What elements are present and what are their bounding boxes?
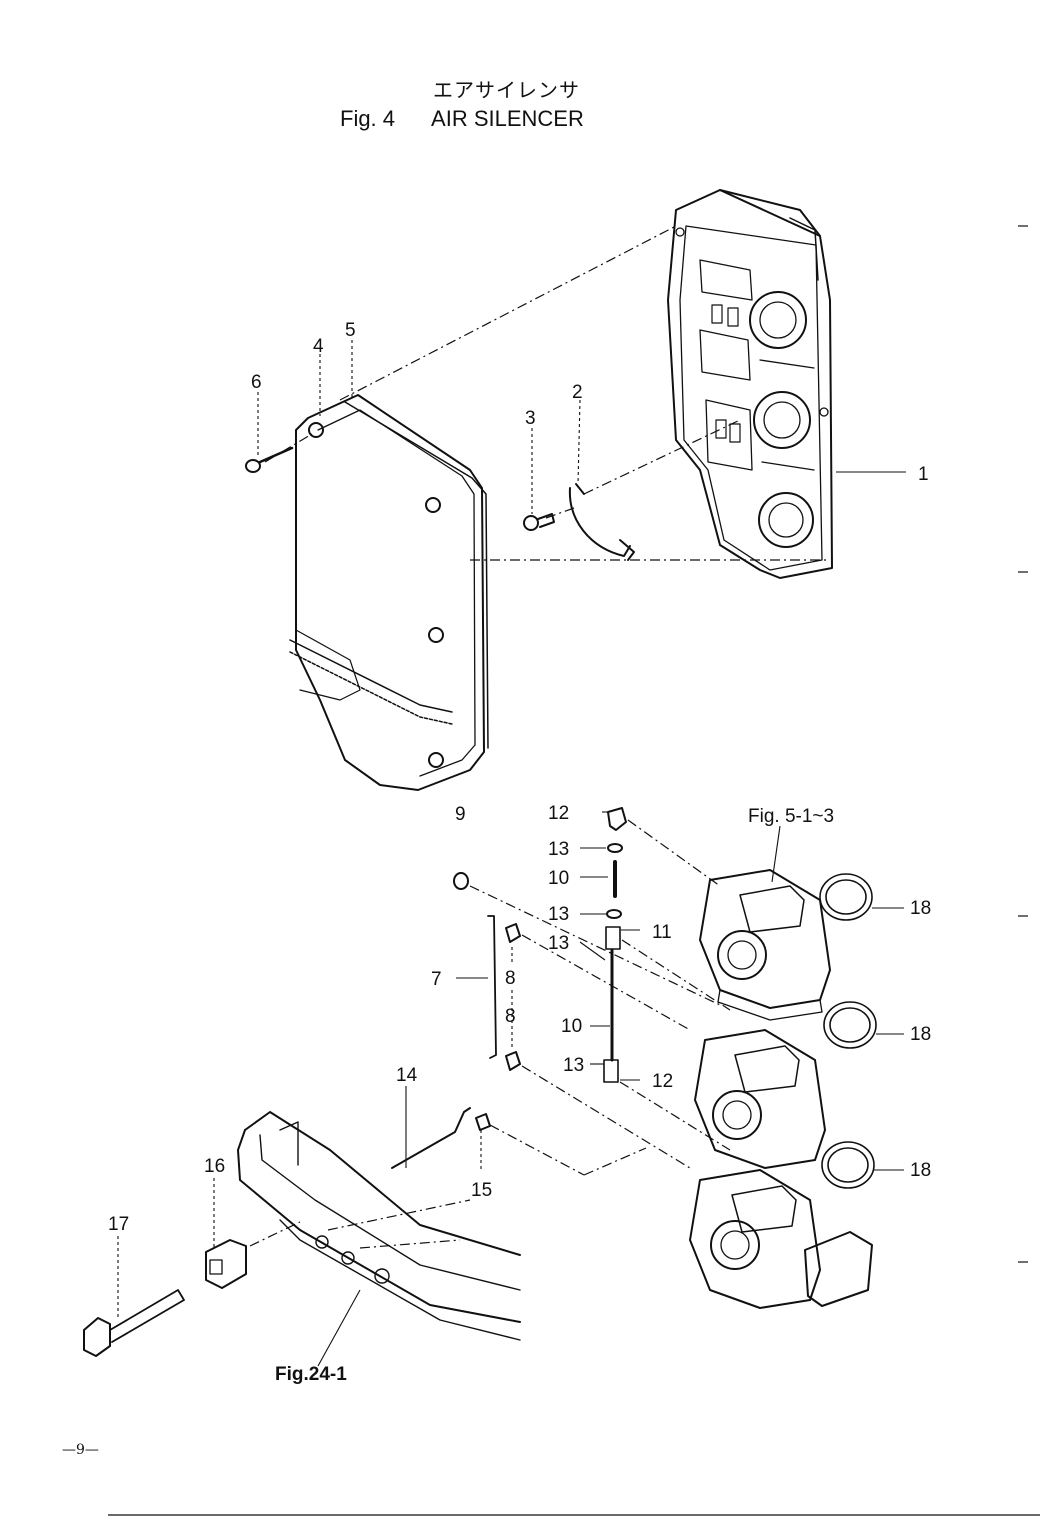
callout-1: 1 (918, 464, 929, 485)
callout-labels: 1 2 3 4 5 6 7 8 8 9 10 10 11 12 12 13 13… (108, 320, 931, 1235)
callout-16: 16 (204, 1156, 225, 1177)
callout-2: 2 (572, 382, 583, 403)
callout-12a: 12 (548, 803, 569, 824)
title-japanese: エアサイレンサ (433, 78, 580, 102)
assembly-guide-lines (249, 225, 830, 1249)
callout-7: 7 (431, 969, 442, 990)
callout-8a: 8 (505, 968, 516, 989)
rod-part-14 (391, 1107, 471, 1169)
bracket-reference: Fig.24-1 (275, 1364, 347, 1385)
page-number: —9— (62, 1442, 99, 1458)
pin-part-17 (83, 1289, 185, 1357)
page-edge-marks (1018, 225, 1028, 1263)
figure-title: Fig. 4 AIR SILENCER (340, 106, 584, 132)
callout-8b: 8 (505, 1006, 516, 1027)
figure-name: AIR SILENCER (431, 106, 584, 131)
carburetor-2 (694, 1029, 826, 1169)
callout-4: 4 (313, 336, 324, 357)
callout-13a: 13 (548, 839, 569, 860)
gasket-part-18 (819, 873, 877, 1189)
callout-5: 5 (345, 320, 356, 341)
bolt-part-3 (523, 513, 555, 531)
silencer-cover (289, 394, 489, 791)
joint-part-8 (505, 923, 521, 1071)
clip-part-2 (568, 483, 635, 561)
callout-9: 9 (455, 804, 466, 825)
rod-part-7 (487, 915, 497, 1059)
callout-13c: 13 (548, 933, 569, 954)
callout-18c: 18 (910, 1160, 931, 1181)
bushing-part-9 (453, 872, 469, 890)
callout-18b: 18 (910, 1024, 931, 1045)
steering-bracket (237, 1111, 521, 1341)
carburetor-1 (699, 869, 831, 1021)
callout-3: 3 (525, 408, 536, 429)
clip-part-15 (475, 1113, 491, 1131)
linkage-rod-assembly (603, 807, 627, 1083)
callout-14: 14 (396, 1065, 418, 1086)
callout-18a: 18 (910, 898, 931, 919)
callout-13d: 13 (563, 1055, 584, 1076)
silencer-base-plate (667, 189, 833, 579)
callout-10a: 10 (548, 868, 569, 889)
callout-15: 15 (471, 1180, 492, 1201)
carburetor-reference: Fig. 5-1~3 (748, 806, 834, 827)
screw-part-6 (245, 446, 294, 473)
carburetor-3 (689, 1169, 873, 1309)
callout-6: 6 (251, 372, 262, 393)
callout-leaders (117, 340, 906, 1367)
callout-13b: 13 (548, 904, 569, 925)
callout-17: 17 (108, 1214, 129, 1235)
callout-12b: 12 (652, 1071, 673, 1092)
callout-10b: 10 (561, 1016, 582, 1037)
callout-11: 11 (652, 922, 672, 943)
bushing-part-16 (205, 1239, 247, 1289)
figure-number: Fig. 4 (340, 106, 396, 131)
